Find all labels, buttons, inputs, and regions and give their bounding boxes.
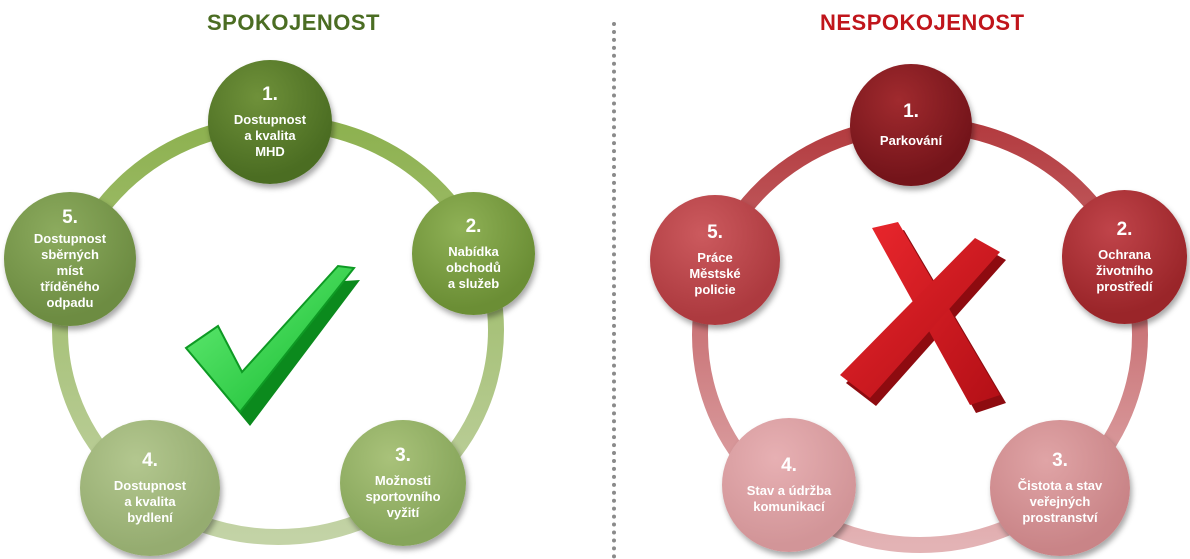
check-mark-icon bbox=[184, 264, 360, 426]
cross-mark-icon bbox=[840, 222, 1006, 413]
satisfaction-item-1: 1. Dostupnost a kvalita MHD bbox=[208, 60, 332, 184]
item-number: 4. bbox=[142, 450, 158, 471]
item-label: Práce Městské policie bbox=[689, 250, 741, 297]
item-number: 5. bbox=[62, 207, 78, 228]
item-number: 1. bbox=[262, 84, 278, 105]
item-number: 3. bbox=[395, 445, 411, 466]
item-number: 3. bbox=[1052, 450, 1068, 471]
item-label: Stav a údržba komunikací bbox=[746, 483, 832, 514]
item-number: 5. bbox=[707, 222, 723, 243]
item-label: Ochrana životního prostředí bbox=[1095, 247, 1154, 294]
panel-divider bbox=[612, 22, 616, 559]
satisfaction-item-4: 4. Dostupnost a kvalita bydlení bbox=[80, 420, 220, 556]
dissatisfaction-title: NESPOKOJENOST bbox=[820, 10, 1025, 35]
item-number: 1. bbox=[903, 101, 919, 122]
dissatisfaction-item-2: 2. Ochrana životního prostředí bbox=[1062, 190, 1187, 324]
dissatisfaction-item-5: 5. Práce Městské policie bbox=[650, 195, 780, 325]
satisfaction-item-3: 3. Možnosti sportovního vyžití bbox=[340, 420, 466, 546]
item-label: Nabídka obchodů a služeb bbox=[446, 243, 501, 291]
item-number: 4. bbox=[781, 455, 797, 476]
dissatisfaction-item-1: 1. Parkování bbox=[850, 64, 972, 186]
item-number: 2. bbox=[465, 215, 482, 237]
item-label: Dostupnost a kvalita bydlení bbox=[113, 478, 187, 525]
item-label: Čistota a stav veřejných prostranství bbox=[1017, 478, 1103, 525]
satisfaction-item-5: 5. Dostupnost sběrných míst tříděného od… bbox=[4, 192, 136, 326]
item-label: Dostupnost a kvalita MHD bbox=[233, 112, 307, 159]
satisfaction-item-2: 2. Nabídka obchodů a služeb bbox=[412, 192, 535, 315]
dissatisfaction-item-3: 3. Čistota a stav veřejných prostranství bbox=[990, 420, 1130, 556]
item-number: 2. bbox=[1116, 219, 1133, 240]
item-label: Parkování bbox=[879, 133, 943, 148]
item-label: Dostupnost sběrných míst tříděného odpad… bbox=[33, 231, 107, 310]
satisfaction-title: SPOKOJENOST bbox=[207, 10, 380, 35]
item-label: Možnosti sportovního vyžití bbox=[365, 473, 441, 520]
dissatisfaction-item-4: 4. Stav a údržba komunikací bbox=[722, 418, 856, 552]
